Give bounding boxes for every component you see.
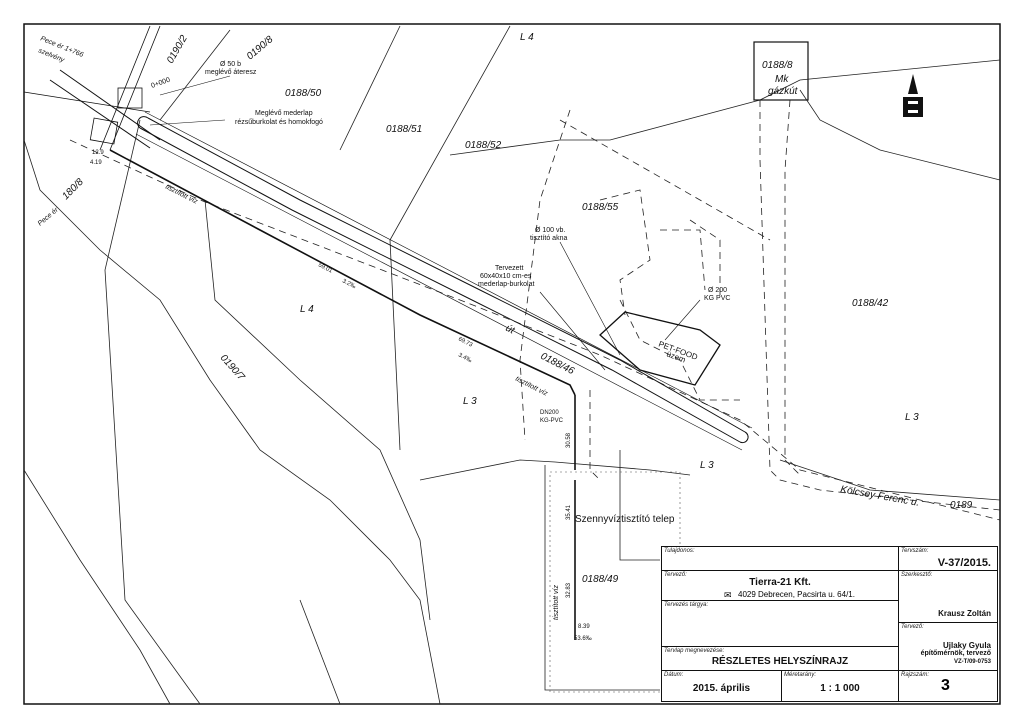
parcel-180-8: 180/8 bbox=[60, 176, 86, 202]
parcel-0189: 0189 bbox=[950, 500, 973, 511]
zone-l3-mid: L 3 bbox=[463, 396, 477, 407]
slope-3-2: 3.2‰ bbox=[341, 278, 357, 290]
plan-number: V-37/2015. bbox=[937, 557, 991, 569]
dim-12-9: 12.9 bbox=[92, 150, 104, 156]
cell-sheet-title: Tervlap megnevezése: RÉSZLETES HELYSZÍNR… bbox=[662, 647, 899, 671]
dim-35-41: 35.41 bbox=[566, 504, 572, 520]
pipe-dn-label: DN200 bbox=[540, 410, 559, 416]
engineer-label: Tervező: bbox=[901, 624, 924, 630]
pipe-size-label-1: Ø 200 bbox=[708, 287, 727, 294]
title-block: Tulajdonos: Tervszám: V-37/2015. Tervező… bbox=[661, 546, 998, 702]
engineer-name: Ujlaky Gyula bbox=[942, 641, 991, 650]
cell-designer: Tervező: Tierra-21 Kft. ✉ 4029 Debrecen,… bbox=[662, 571, 899, 601]
planned-lining-label-1: Tervezett bbox=[495, 265, 523, 272]
designer-address: 4029 Debrecen, Pacsirta u. 64/1. bbox=[738, 590, 855, 599]
planned-lining-label-2: 60x40x10 cm-es bbox=[480, 273, 532, 280]
culvert-label-2: meglévő áteresz bbox=[205, 69, 257, 76]
parcel-0188-50: 0188/50 bbox=[285, 88, 322, 99]
treatment-plant-label: Szennyvíztisztító telep bbox=[575, 514, 675, 525]
drawing-number: 3 bbox=[941, 677, 950, 694]
date-value: 2015. április bbox=[692, 683, 751, 694]
petfood-building bbox=[599, 311, 721, 386]
cell-engineer: Tervező: Ujlaky Gyula építőmérnök, terve… bbox=[899, 623, 997, 671]
cell-drawing-number: Rajzszám: 3 bbox=[899, 671, 997, 701]
parcel-0188-55: 0188/55 bbox=[582, 202, 619, 213]
north-arrow-icon bbox=[903, 74, 923, 117]
parcel-boundaries bbox=[23, 25, 1001, 705]
gas-station-box bbox=[753, 41, 809, 101]
drawing-number-label: Rajzszám: bbox=[901, 672, 930, 678]
cell-scale: Méretarány: 1 : 1 000 bbox=[782, 671, 899, 701]
zone-l4-mid: L 4 bbox=[300, 304, 314, 315]
dim-53-6: 53.6‰ bbox=[574, 636, 592, 642]
parcel-0190-2: 0190/2 bbox=[165, 33, 190, 65]
sheet-title-label: Tervlap megnevezése: bbox=[664, 648, 725, 654]
dim-59-01: 59.01 bbox=[317, 262, 334, 274]
editor-name: Krausz Zoltán bbox=[938, 609, 991, 618]
dim-30-58: 30.58 bbox=[566, 432, 572, 448]
cell-editor: Szerkesztő: Krausz Zoltán bbox=[899, 571, 997, 623]
manhole-label-2: tisztító akna bbox=[530, 235, 567, 242]
gas-station-label-2: gázkút bbox=[768, 86, 799, 97]
station-0-000: 0+000 bbox=[150, 77, 171, 90]
dashed-boundaries bbox=[69, 99, 1001, 521]
plan-number-label: Tervszám: bbox=[901, 548, 929, 554]
engineer-title: építőmérnök, tervező bbox=[920, 650, 991, 657]
zone-l3-road: L 3 bbox=[700, 460, 714, 471]
parcel-0188-49: 0188/49 bbox=[582, 574, 619, 585]
editor-label: Szerkesztő: bbox=[901, 572, 933, 578]
date-label: Dátum: bbox=[664, 672, 684, 678]
cell-plan-number: Tervszám: V-37/2015. bbox=[899, 547, 997, 571]
pece-label-left: Pece ér bbox=[37, 206, 60, 227]
cell-owner: Tulajdonos: bbox=[662, 547, 899, 571]
pipe-size-label-2: KG PVC bbox=[704, 295, 730, 302]
gas-station-label-1: Mk bbox=[775, 74, 789, 85]
parcel-0188-52: 0188/52 bbox=[465, 140, 502, 151]
existing-lining-label-2: rézsűburkolat és homokfogó bbox=[235, 119, 323, 126]
owner-label: Tulajdonos: bbox=[664, 548, 695, 554]
cell-date: Dátum: 2015. április bbox=[662, 671, 782, 701]
drawing-frame bbox=[23, 23, 1001, 705]
leader-lines bbox=[149, 75, 701, 371]
dim-8-39: 8.39 bbox=[578, 624, 590, 630]
dim-4-19: 4.19 bbox=[90, 160, 102, 166]
designer-name: Tierra-21 Kft. bbox=[749, 577, 811, 588]
scale-value: 1 : 1 000 bbox=[820, 683, 860, 694]
subject-label: Tervezés tárgya: bbox=[664, 602, 709, 608]
pipe-material-label: KG-PVC bbox=[540, 418, 564, 424]
culvert-lines bbox=[23, 25, 161, 151]
planned-lining-label-3: mederlap-burkolat bbox=[478, 281, 534, 288]
designer-label: Tervező: bbox=[664, 572, 687, 578]
pipe-lines bbox=[49, 69, 576, 640]
road-label-ut: út bbox=[504, 323, 518, 337]
dim-32-83: 32.83 bbox=[566, 582, 572, 598]
street-label-kolcsey: Kölcsey Ferenc u. bbox=[839, 484, 920, 509]
envelope-icon: ✉ bbox=[724, 590, 732, 600]
zone-l4-top: L 4 bbox=[520, 32, 534, 43]
sheet-title: RÉSZLETES HELYSZÍNRAJZ bbox=[711, 656, 849, 667]
existing-lining-label-1: Meglévő mederlap bbox=[255, 110, 313, 117]
scale-label: Méretarány: bbox=[784, 672, 817, 678]
engineer-license: VZ-T/09-0753 bbox=[953, 659, 991, 665]
parcel-0188-51: 0188/51 bbox=[386, 124, 422, 135]
parcel-0190-8: 0190/8 bbox=[245, 34, 276, 62]
zone-l3-right: L 3 bbox=[905, 412, 919, 423]
slope-3-4: 3.4‰ bbox=[457, 352, 473, 364]
treated-water-label-2: tisztított víz bbox=[514, 376, 549, 398]
parcel-0190-7: 0190/7 bbox=[218, 353, 247, 383]
cell-subject: Tervezés tárgya: bbox=[662, 601, 899, 647]
culvert-label-1: Ø 50 b bbox=[220, 61, 241, 68]
treated-water-label-3: tisztított víz bbox=[553, 584, 560, 620]
manhole-label-1: Ø 100 vb. bbox=[535, 227, 565, 234]
parcel-0188-8: 0188/8 bbox=[762, 60, 793, 71]
parcel-0188-42: 0188/42 bbox=[852, 298, 889, 309]
ditch-channel bbox=[135, 111, 753, 451]
